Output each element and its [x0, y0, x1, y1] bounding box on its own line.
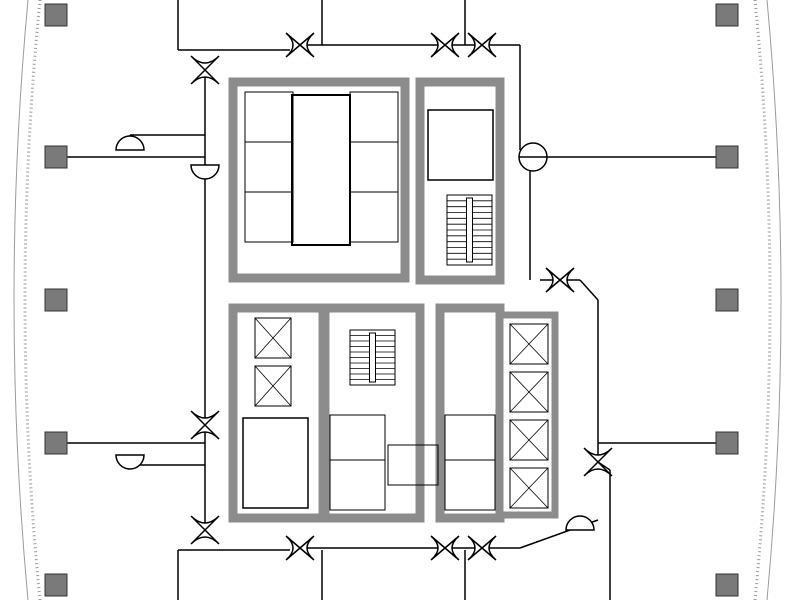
service-room — [427, 109, 494, 181]
fire-door-icon — [467, 535, 497, 561]
room — [387, 444, 439, 486]
fire-door-icon — [285, 535, 315, 561]
elevator-car — [509, 323, 549, 365]
fire-door-icon — [190, 410, 220, 440]
elevator-cross — [509, 467, 549, 509]
fire-door-icon — [190, 55, 220, 85]
elevator-cross — [509, 323, 549, 365]
facade-left-outer — [13, 0, 29, 600]
elevator-cross — [509, 371, 549, 413]
room — [329, 459, 386, 511]
fire-door-icon — [430, 32, 460, 58]
column — [44, 431, 68, 455]
column — [715, 3, 739, 27]
fire-door-icon — [467, 32, 497, 58]
column — [44, 288, 68, 312]
fire-door-icon — [430, 535, 460, 561]
elevator-cross — [254, 317, 292, 359]
core-block — [228, 303, 328, 523]
elevator-cross — [509, 419, 549, 461]
elevator-cross — [254, 365, 292, 407]
fire-doors — [115, 32, 613, 561]
restroom — [291, 94, 351, 246]
column — [44, 573, 68, 597]
elevator-car — [254, 317, 292, 359]
room — [444, 459, 496, 511]
elevator-car — [509, 371, 549, 413]
building-core — [228, 77, 559, 523]
column — [715, 431, 739, 455]
column — [44, 3, 68, 27]
core-block — [415, 77, 505, 285]
door-swing-icon — [565, 515, 595, 531]
column — [715, 288, 739, 312]
column — [44, 145, 68, 169]
facade-right-outer — [766, 0, 782, 600]
door-swing-icon — [115, 135, 145, 151]
door-swing-icon — [190, 164, 220, 180]
elevator-car — [509, 467, 549, 509]
core-block — [228, 77, 410, 283]
stair-well — [466, 197, 473, 263]
fire-door-icon — [285, 32, 315, 58]
facade-left — [23, 0, 42, 600]
column — [715, 573, 739, 597]
facade-right — [753, 0, 772, 600]
fire-door-icon — [545, 267, 575, 293]
stair-well — [369, 332, 376, 383]
column — [715, 145, 739, 169]
wall-line — [579, 279, 599, 301]
elevator-bank-east — [496, 311, 559, 519]
service-room — [242, 417, 309, 509]
door-swing-icon — [115, 454, 145, 470]
core-block — [435, 303, 505, 523]
elevator-car — [254, 365, 292, 407]
fire-door-icon — [190, 515, 220, 545]
fire-door-icon — [583, 447, 613, 477]
structural-columns — [44, 3, 739, 597]
curtain-wall-facade — [13, 0, 782, 600]
elevator-car — [509, 419, 549, 461]
